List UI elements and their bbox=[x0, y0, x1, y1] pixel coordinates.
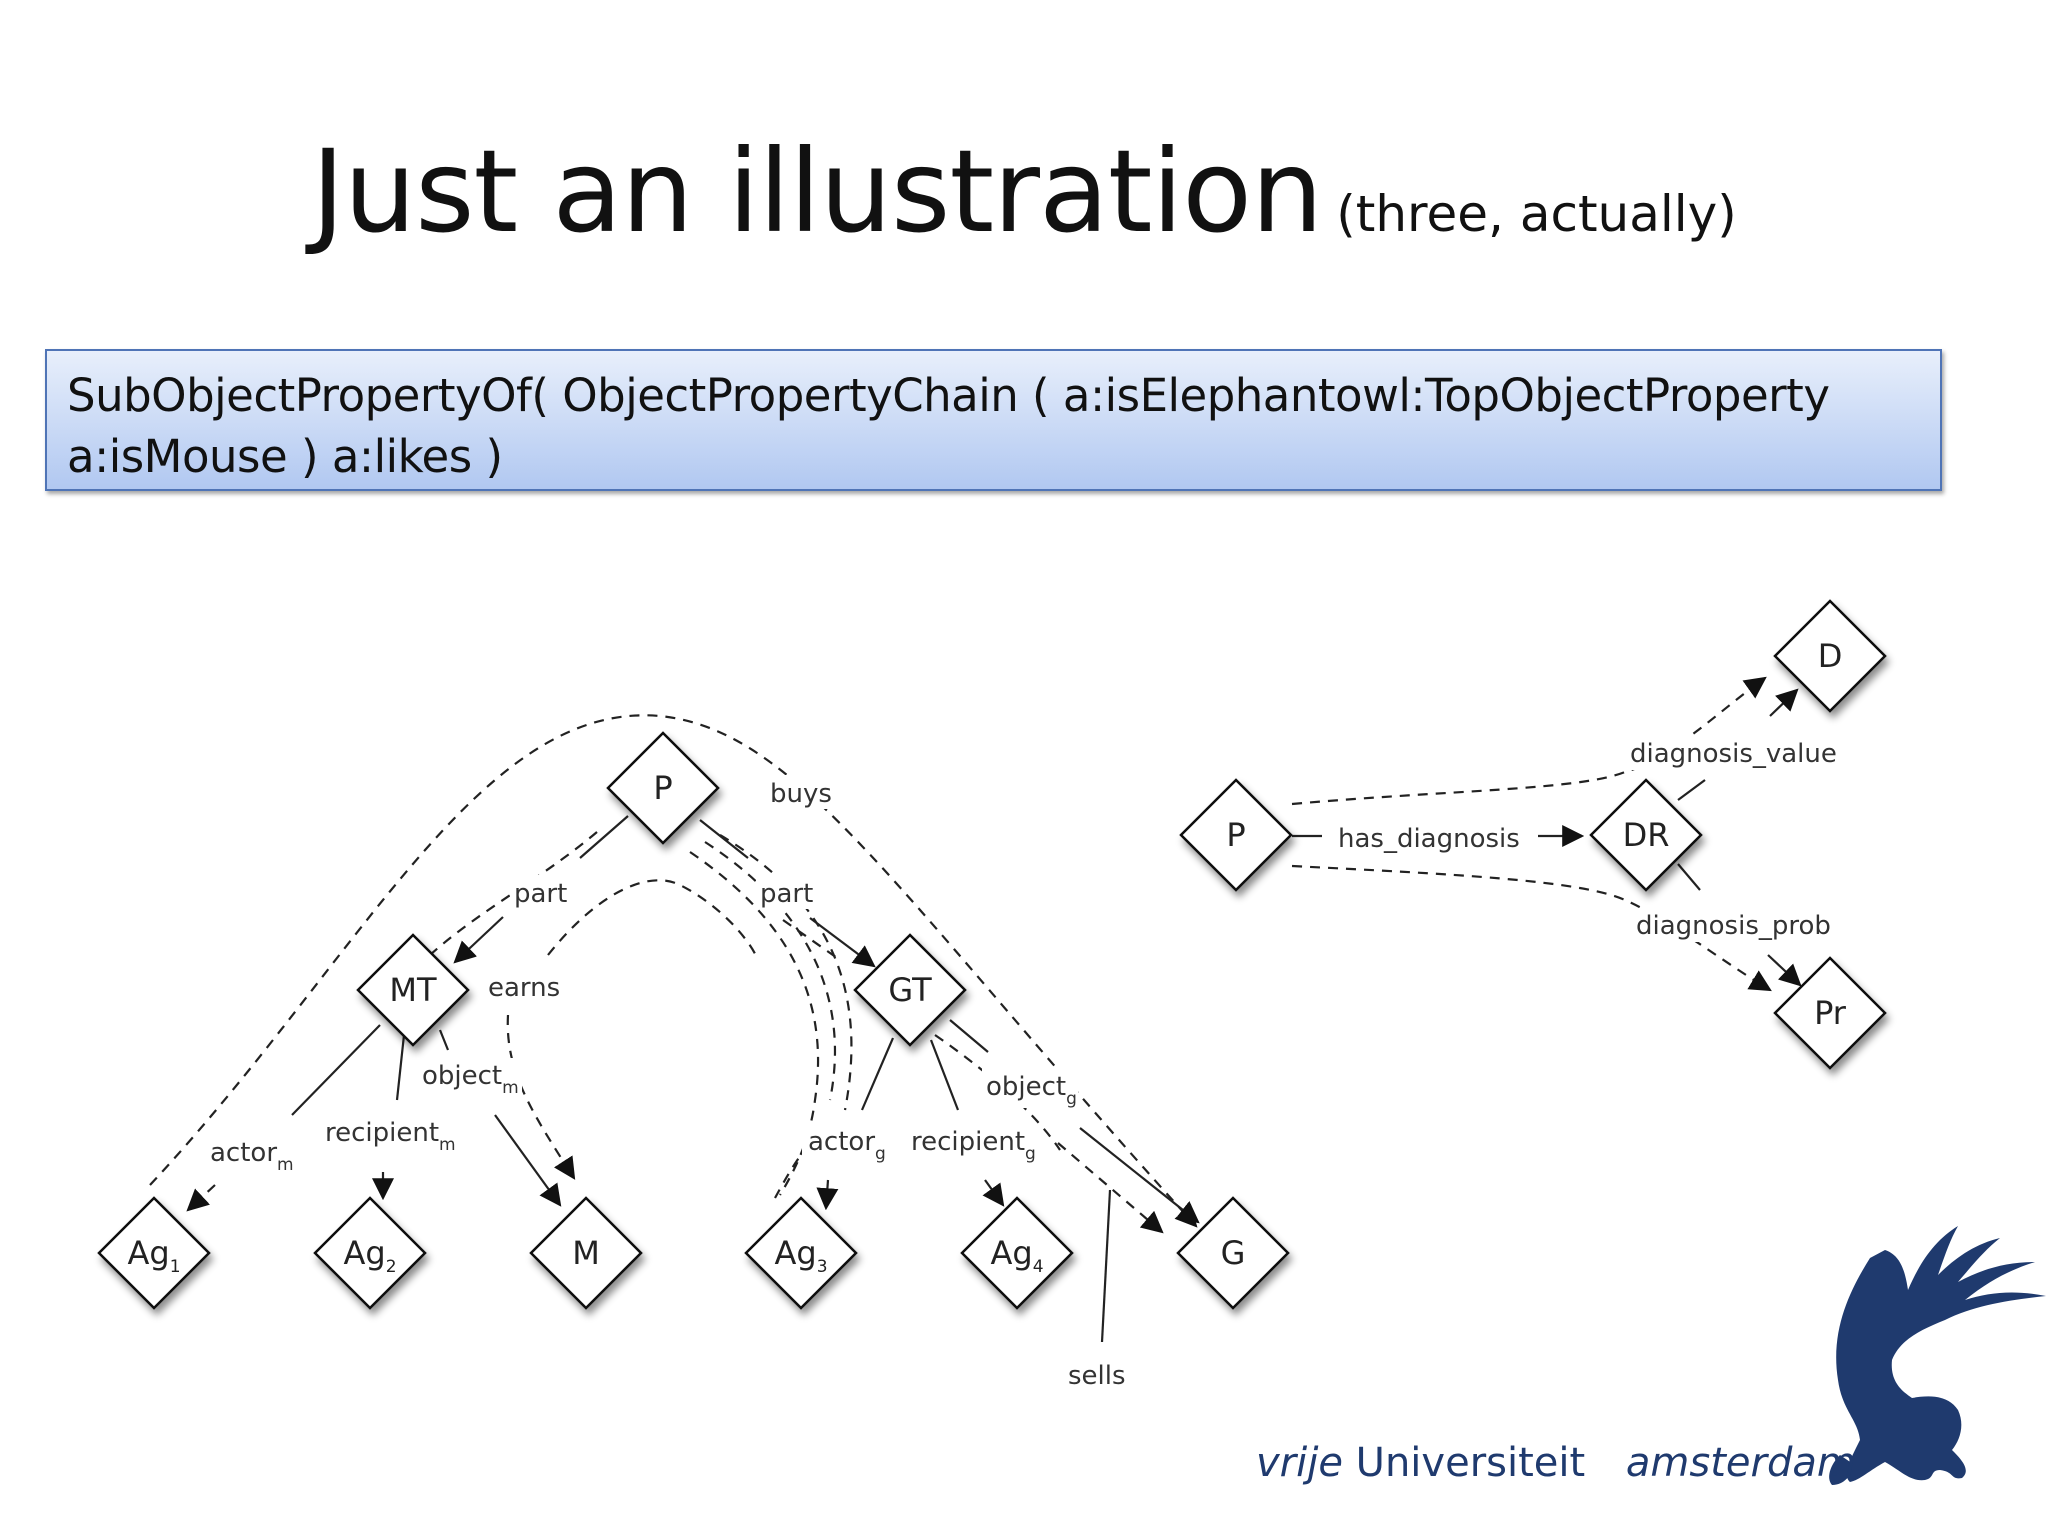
edge-sells-dashed-arrow bbox=[1057, 1142, 1164, 1234]
right-diagram-edges bbox=[1291, 676, 1802, 992]
node-Pr: Pr bbox=[1773, 956, 1887, 1070]
node-G: G bbox=[1176, 1196, 1290, 1310]
footer-universiteit: Universiteit bbox=[1355, 1440, 1586, 1486]
footer-university-name: vrije Universiteit amsterdam bbox=[1256, 1440, 1856, 1486]
edge-p-mt-dashed bbox=[429, 831, 598, 956]
node-Ag2: Ag2 bbox=[313, 1196, 427, 1310]
node-Ag1: Ag1 bbox=[97, 1196, 211, 1310]
title-sub: (three, actually) bbox=[1336, 185, 1737, 243]
footer-amsterdam: amsterdam bbox=[1625, 1440, 1856, 1486]
label-part-right: part bbox=[760, 879, 813, 909]
node-Ag4: Ag4 bbox=[960, 1196, 1074, 1310]
svg-text:DR: DR bbox=[1623, 816, 1670, 854]
node-P-left: P bbox=[606, 731, 720, 845]
svg-text:G: G bbox=[1221, 1234, 1246, 1272]
edge-object-g-arrow bbox=[1079, 1127, 1200, 1224]
label-recipient-m: recipientm bbox=[325, 1118, 456, 1155]
edge-earns-to-m bbox=[506, 1014, 576, 1180]
edge-p-d-dashed bbox=[1291, 676, 1767, 806]
edge-actor-m bbox=[291, 1024, 381, 1116]
edge-p-gt-dashed bbox=[782, 919, 841, 961]
axiom-line-1: SubObjectPropertyOf( ObjectPropertyChain… bbox=[67, 369, 1830, 422]
label-diagnosis-prob: diagnosis_prob bbox=[1636, 911, 1831, 941]
label-actor-g: actorg bbox=[808, 1127, 886, 1164]
svg-text:M: M bbox=[572, 1234, 600, 1272]
node-DR: DR bbox=[1589, 778, 1703, 892]
edge-diagnosis-value-arrow bbox=[1769, 688, 1799, 717]
left-diagram-nodes: P MT GT Ag1 Ag2 M Ag3 Ag4 bbox=[97, 731, 1290, 1310]
label-object-m: objectm bbox=[422, 1061, 519, 1098]
label-has-diagnosis: has_diagnosis bbox=[1338, 824, 1520, 854]
node-P-right: P bbox=[1179, 778, 1293, 892]
edge-object-m-arrow bbox=[494, 1114, 562, 1207]
edge-actor-g-dashed bbox=[774, 1129, 821, 1199]
node-MT: MT bbox=[356, 933, 470, 1047]
svg-text:Ag2: Ag2 bbox=[343, 1234, 396, 1277]
svg-text:GT: GT bbox=[888, 971, 932, 1009]
label-actor-m: actorm bbox=[210, 1138, 294, 1175]
edge-diagnosis-value bbox=[1677, 779, 1706, 801]
edge-p-pr-dashed bbox=[1291, 864, 1772, 992]
edge-actor-m-arrow bbox=[186, 1184, 216, 1212]
edge-p-ag3-dashed-3 bbox=[719, 834, 853, 1111]
title-main: Just an illustration bbox=[311, 125, 1323, 258]
svg-text:Ag4: Ag4 bbox=[990, 1234, 1043, 1277]
svg-text:MT: MT bbox=[389, 971, 437, 1009]
svg-text:Pr: Pr bbox=[1814, 994, 1847, 1032]
left-diagram-edges bbox=[149, 714, 1200, 1343]
edge-recipient-g bbox=[929, 1039, 960, 1111]
svg-text:Ag3: Ag3 bbox=[774, 1234, 827, 1277]
edge-part-left-arrow bbox=[453, 916, 504, 964]
edge-recipient-g-arrow bbox=[982, 1179, 1005, 1207]
edge-p-ag3-dashed-1 bbox=[689, 851, 820, 1196]
edge-object-g bbox=[949, 1019, 989, 1053]
edge-part-left bbox=[579, 815, 629, 859]
edge-diagnosis-prob bbox=[1677, 863, 1701, 891]
edge-p-ag3-dashed-2 bbox=[704, 841, 837, 1101]
label-buys: buys bbox=[770, 779, 832, 809]
node-Ag3: Ag3 bbox=[744, 1196, 858, 1310]
label-diagnosis-value: diagnosis_value bbox=[1630, 739, 1837, 769]
axiom-line-2: a:isMouse ) a:likes ) bbox=[67, 430, 503, 483]
edge-labels: buys part part earns actorm recipientm o… bbox=[205, 736, 1838, 1391]
label-sells: sells bbox=[1068, 1361, 1126, 1391]
label-object-g: objectg bbox=[986, 1072, 1077, 1109]
edge-actor-g bbox=[860, 1037, 895, 1111]
node-GT: GT bbox=[853, 933, 967, 1047]
edge-part-right bbox=[699, 819, 749, 859]
edge-sells bbox=[1100, 1189, 1112, 1343]
footer-vrije: vrije bbox=[1256, 1440, 1343, 1486]
svg-text:P: P bbox=[1226, 816, 1245, 854]
label-earns: earns bbox=[488, 973, 560, 1003]
svg-text:D: D bbox=[1818, 637, 1843, 675]
node-M: M bbox=[529, 1196, 643, 1310]
label-part-left: part bbox=[514, 879, 567, 909]
edge-part-right-arrow bbox=[809, 917, 876, 968]
right-diagram-nodes: P DR D Pr bbox=[1179, 599, 1887, 1070]
edge-earns bbox=[547, 879, 760, 961]
slide-title: Just an illustration(three, actually) bbox=[0, 125, 2048, 258]
edge-actor-g-arrow bbox=[816, 1179, 839, 1211]
node-D: D bbox=[1773, 599, 1887, 713]
edge-gt-g-dashed bbox=[934, 1034, 1061, 1151]
svg-text:Ag1: Ag1 bbox=[127, 1234, 180, 1277]
edge-recipient-m bbox=[395, 1034, 406, 1101]
label-recipient-g: recipientg bbox=[911, 1127, 1036, 1164]
griffin-logo-icon bbox=[1829, 1226, 2046, 1485]
edge-object-m bbox=[438, 1029, 450, 1051]
svg-text:P: P bbox=[653, 769, 672, 807]
edge-diagnosis-prob-arrow bbox=[1767, 954, 1802, 987]
axiom-box: SubObjectPropertyOf( ObjectPropertyChain… bbox=[45, 349, 1942, 491]
